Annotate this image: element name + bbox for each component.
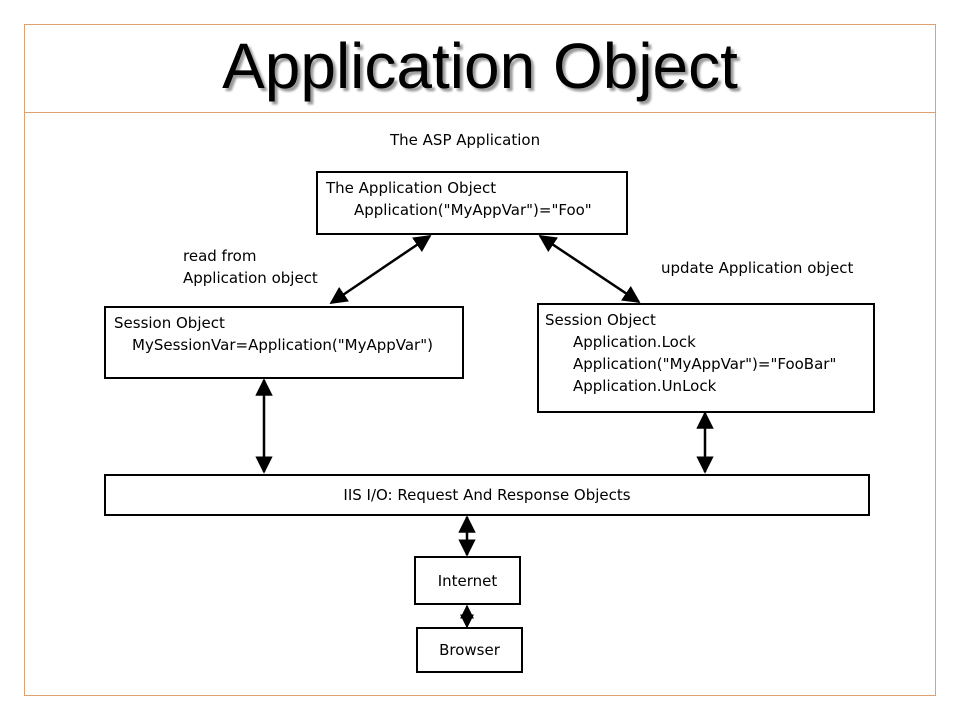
session-right-title: Session Object [545, 311, 656, 329]
slide-title: Application Object [222, 30, 738, 102]
browser-box: Browser [416, 627, 523, 673]
internet-box: Internet [414, 556, 521, 605]
session-right-assign: Application("MyAppVar")="FooBar" [573, 355, 837, 373]
read-from-label-line1: read from [183, 247, 257, 265]
diagram-heading: The ASP Application [390, 131, 541, 149]
browser-label: Browser [439, 641, 500, 659]
application-box-title: The Application Object [326, 179, 497, 197]
session-left-title: Session Object [114, 314, 225, 332]
read-from-label-line2: Application object [183, 269, 318, 287]
application-object-box: The Application Object Application("MyAp… [316, 171, 628, 235]
application-box-line: Application("MyAppVar")="Foo" [354, 201, 592, 219]
update-label: update Application object [661, 259, 854, 277]
session-object-right-box: Session Object Application.Lock Applicat… [537, 303, 875, 413]
slide-frame [24, 24, 936, 696]
read-from-label: read from Application object [183, 245, 318, 289]
iis-io-label: IIS I/O: Request And Response Objects [343, 486, 631, 504]
session-right-unlock: Application.UnLock [573, 377, 717, 395]
iis-io-box: IIS I/O: Request And Response Objects [104, 474, 870, 516]
session-right-lock: Application.Lock [573, 333, 696, 351]
session-object-left-box: Session Object MySessionVar=Application(… [104, 306, 464, 379]
internet-label: Internet [437, 571, 498, 590]
session-left-line: MySessionVar=Application("MyAppVar") [132, 336, 433, 354]
title-divider [24, 112, 936, 113]
